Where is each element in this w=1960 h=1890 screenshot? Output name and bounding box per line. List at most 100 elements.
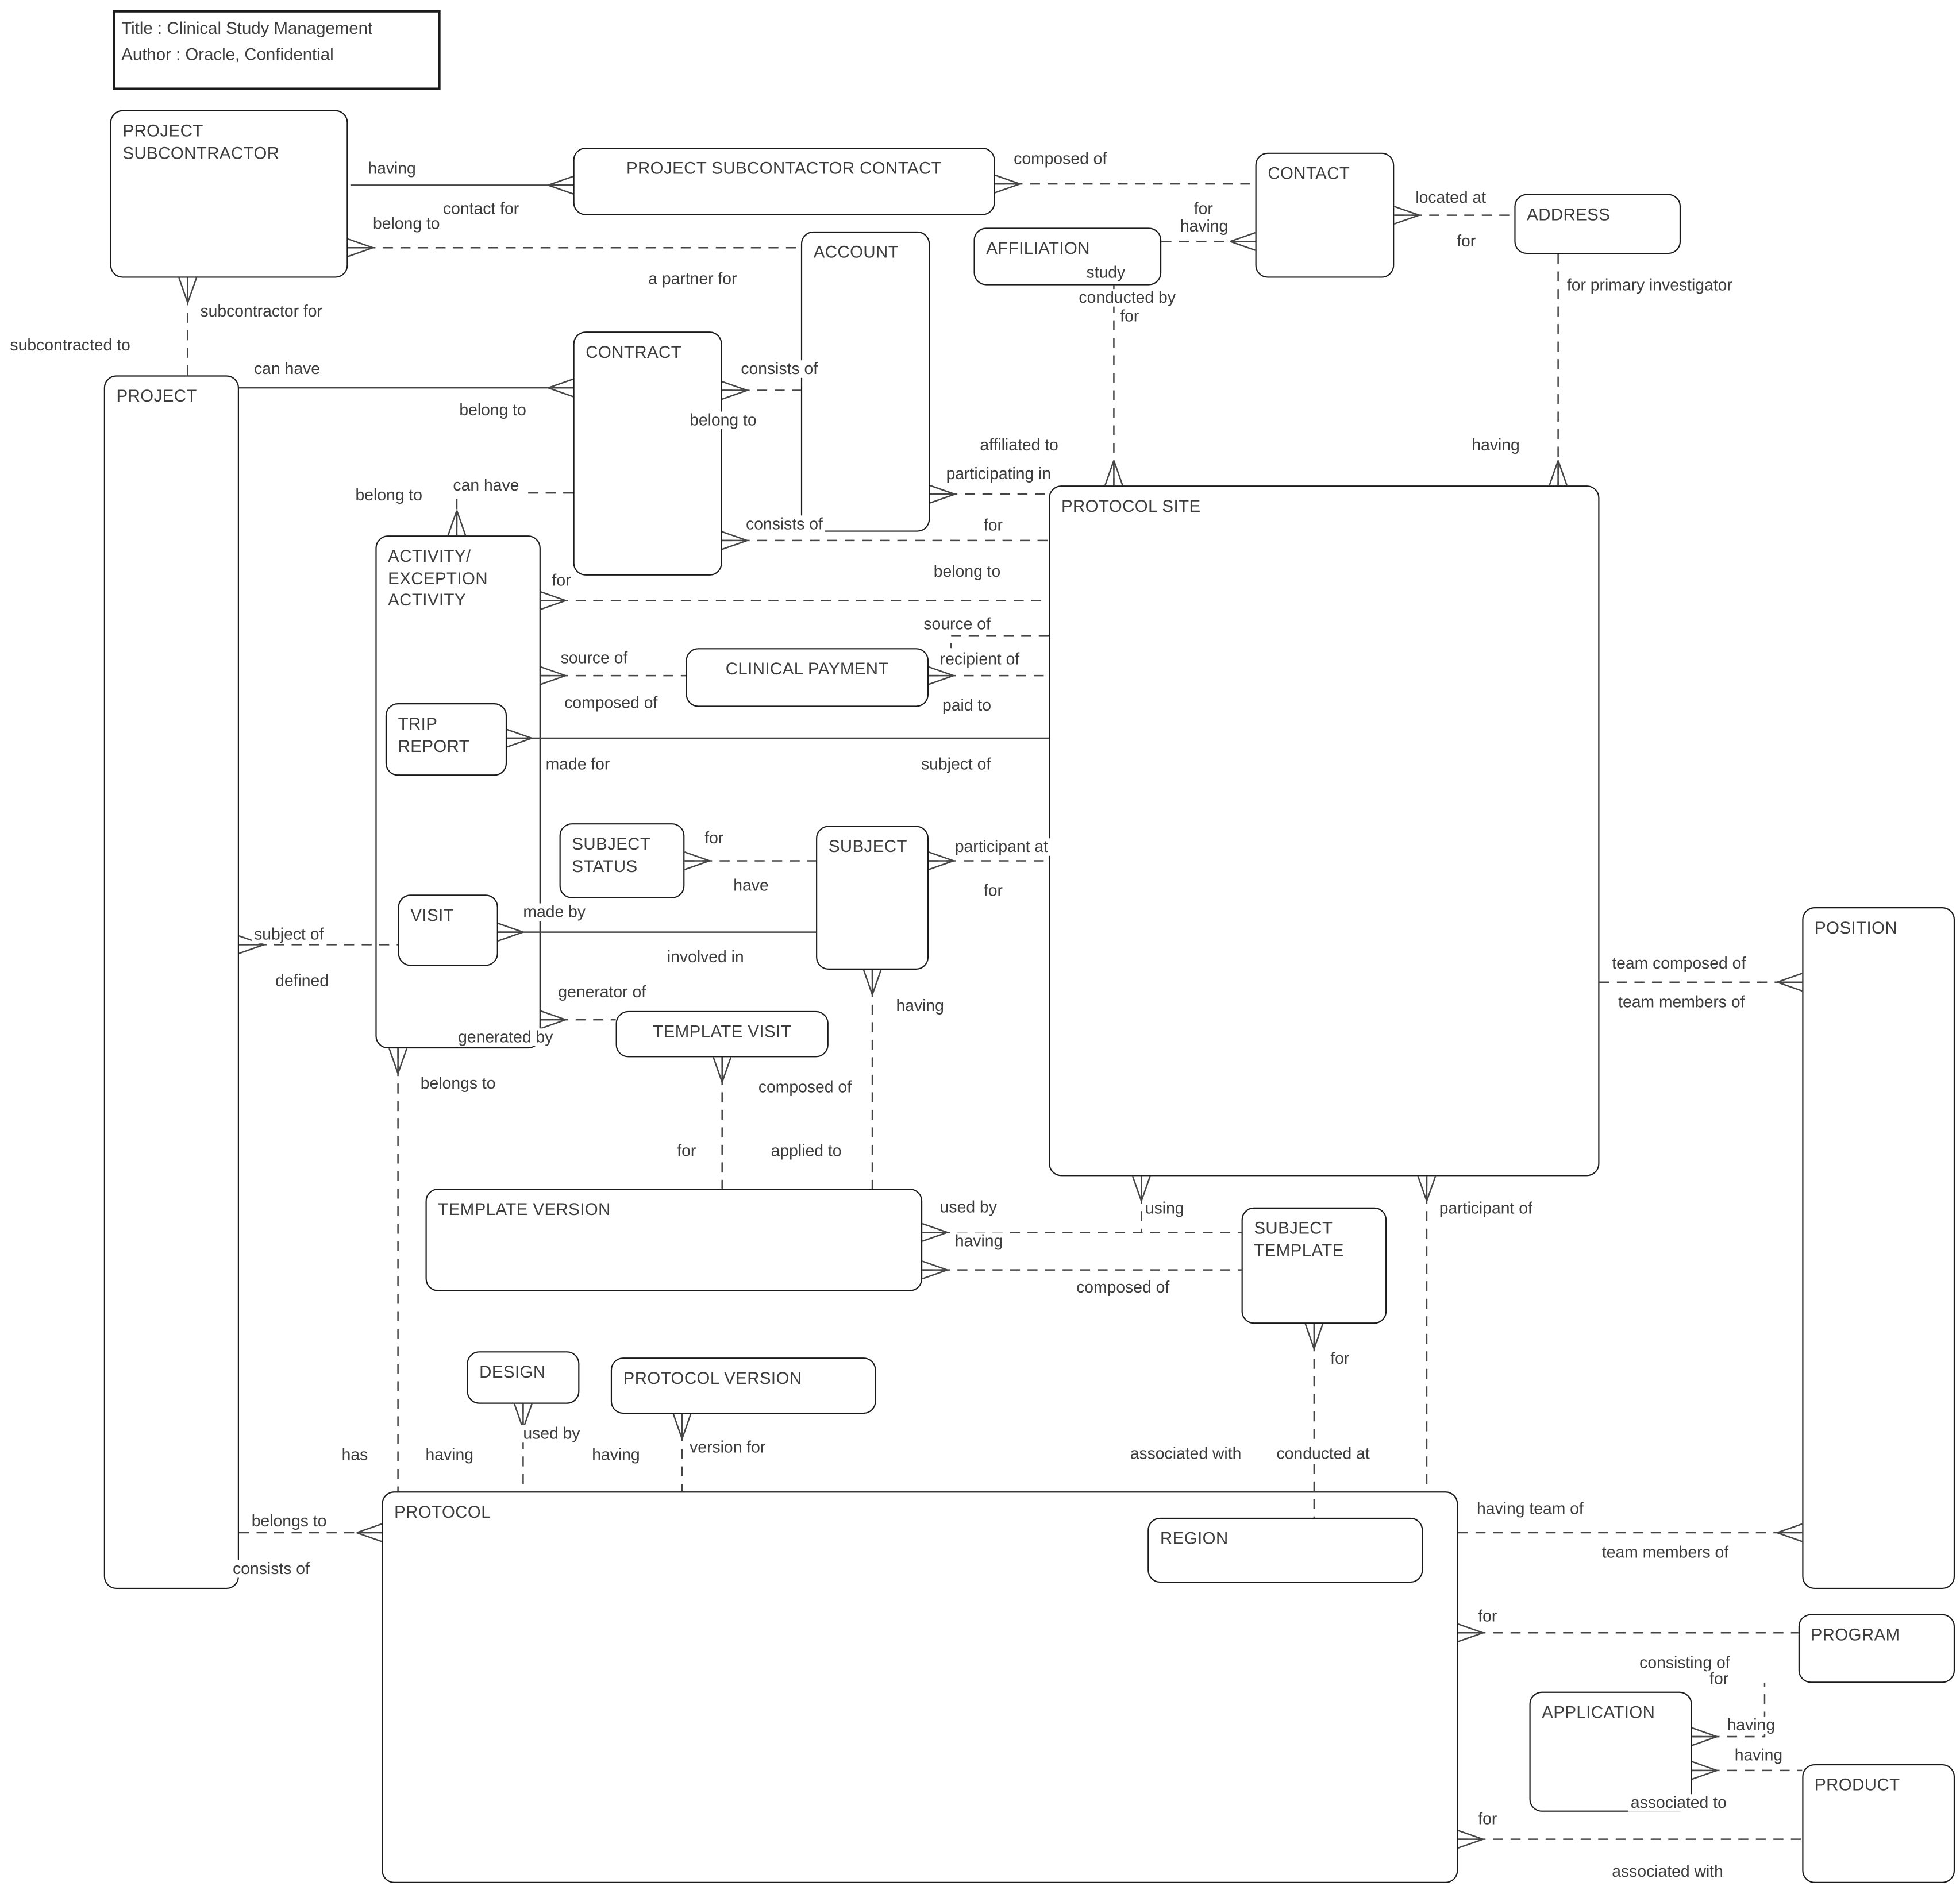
entity-label: POSITION [1815,918,1898,938]
connector-line [950,635,1049,649]
entity-account: ACCOUNT [800,231,930,532]
crow-foot [548,175,573,195]
entity-address: ADDRESS [1514,194,1681,254]
entity-label: SUBCONTRACTOR [122,143,280,163]
crow-foot [540,666,566,685]
crow-foot [922,1260,948,1280]
entity-template-visit: TEMPLATE VISIT [615,1010,829,1058]
entity-contract: CONTRACT [573,331,722,576]
relationship-label: having [589,1445,642,1464]
relationship-label: for primary investigator [1564,276,1735,295]
entity-application: APPLICATION [1529,1691,1692,1812]
crow-foot [1417,1175,1437,1202]
crow-foot [388,1048,408,1074]
entity-label: APPLICATION [1542,1703,1655,1722]
relationship-label: subject of [918,755,994,774]
entity-region: REGION [1147,1517,1423,1583]
relationship-label: for [1475,1607,1500,1626]
relationship-label: consists of [743,515,826,534]
relationship-label: a partner for [645,269,740,288]
crow-foot [922,1222,948,1242]
relationship-label: for [981,516,1006,535]
entity-label: AFFILIATION [986,238,1090,258]
relationship-label: generated by [455,1028,556,1047]
crow-foot [348,238,373,257]
crow-foot [1104,460,1123,486]
relationship-label: study [1084,263,1128,282]
entity-label: TRIP [398,714,438,734]
crow-foot [513,1403,533,1429]
entity-trip-report: TRIP REPORT [385,703,507,776]
relationship-label: belong to [931,562,1003,581]
relationship-label: defined [272,971,332,990]
relationship-label: belong to [353,485,425,505]
entity-label: SUBJECT [572,834,651,854]
entity-subject: SUBJECT [816,826,929,970]
entity-label: PROJECT [116,387,197,406]
crow-foot [928,666,954,685]
relationship-label: for [549,571,573,590]
relationship-label: subject of [251,925,326,944]
crow-foot [1304,1323,1324,1349]
relationship-label: for [674,1141,699,1160]
entity-label: SUBJECT [1254,1218,1333,1238]
relationship-label: belongs to [249,1511,329,1531]
entity-label: EXCEPTION [388,569,488,588]
relationship-label: applied to [768,1141,844,1160]
entity-label: REGION [1160,1529,1229,1548]
relationship-label: affiliated to [977,435,1061,455]
entity-label: REPORT [398,736,470,755]
relationship-label: consists of [230,1559,313,1579]
crow-foot [713,1056,732,1083]
relationship-label: located at [1412,188,1489,207]
crow-foot [548,378,573,398]
relationship-label: subcontractor for [198,302,325,321]
relationship-label: having [1724,1715,1778,1735]
relationship-label: for [1191,199,1216,218]
relationship-label: have [730,876,772,895]
relationship-label: consists of [738,360,821,379]
entity-project: PROJECT [103,375,239,1590]
relationship-label: can have [450,476,522,495]
entity-label: ACTIVITY/ [388,546,471,566]
entity-label: CONTRACT [586,342,682,362]
relationship-label: for [1475,1810,1500,1829]
crow-foot [722,381,748,400]
crow-foot [1777,973,1803,992]
entity-protocol-site: PROTOCOL SITE [1049,485,1600,1177]
relationship-label: can have [251,360,323,379]
crow-foot [1230,232,1256,251]
relationship-label: contact for [440,199,522,218]
relationship-label: belong to [687,411,759,430]
entity-protocol-version: PROTOCOL VERSION [610,1357,876,1414]
relationship-label: recipient of [937,650,1022,669]
entity-label: CONTACT [1268,164,1350,183]
relationship-label: having [1469,435,1523,455]
crow-foot [928,851,954,870]
relationship-label: team composed of [1609,954,1749,973]
crow-foot [1549,460,1568,486]
relationship-label: team members of [1615,993,1747,1012]
relationship-label: having [894,996,947,1016]
crow-foot [356,1523,382,1542]
relationship-label: composed of [756,1078,854,1097]
entity-template-version: TEMPLATE VERSION [425,1189,923,1291]
connector-line [456,492,573,536]
entity-label: TEMPLATE [1254,1240,1344,1260]
relationship-label: for [1327,1349,1352,1368]
crow-foot [1457,1830,1484,1849]
relationship-label: participating in [944,464,1054,484]
entity-project-subcontactor-contact: PROJECT SUBCONTACTOR CONTACT [573,148,995,215]
relationship-label: associated with [1609,1862,1726,1881]
entity-visit: VISIT [398,894,498,966]
entity-label: TEMPLATE VERSION [438,1199,611,1219]
entity-label: PROTOCOL VERSION [623,1368,802,1388]
relationship-label: has [339,1445,371,1464]
relationship-label: version for [687,1438,768,1457]
entity-product: PRODUCT [1802,1764,1955,1883]
relationship-label: associated to [1628,1793,1730,1812]
relationship-label: participant at [952,838,1051,857]
relationship-label: made by [521,902,588,921]
